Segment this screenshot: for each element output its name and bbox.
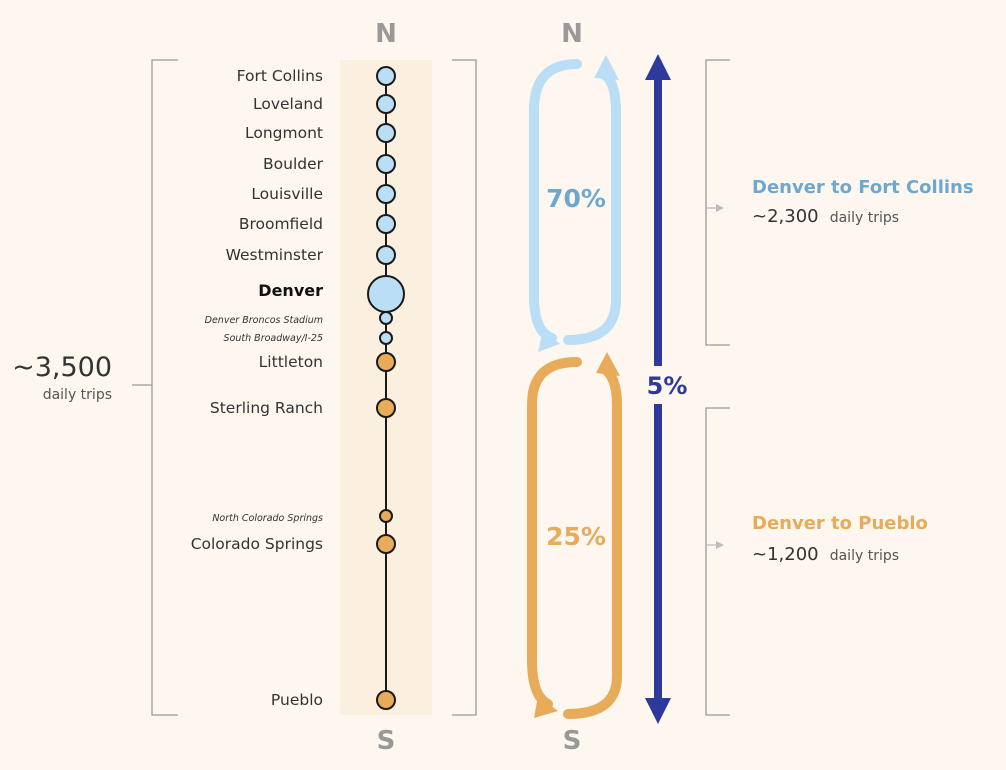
station-label: Denver — [258, 281, 323, 300]
station-marker — [376, 690, 396, 710]
south-corridor-title: Denver to Pueblo — [752, 513, 928, 534]
station-marker — [376, 352, 396, 372]
station-marker — [379, 331, 393, 345]
station-marker — [376, 398, 396, 418]
south-corridor-bracket — [705, 407, 730, 716]
south-share-label: 25% — [546, 522, 606, 551]
through-trip-arrow — [640, 54, 690, 724]
station-marker — [367, 275, 405, 313]
station-label: South Broadway/I-25 — [224, 333, 323, 344]
stations: Fort CollinsLovelandLongmontBoulderLouis… — [191, 66, 405, 710]
total-value: ~3,500 — [12, 352, 112, 383]
station-label: Denver Broncos Stadium — [205, 315, 323, 326]
station-label: Colorado Springs — [191, 535, 323, 553]
station-label: Louisville — [251, 185, 323, 203]
station-marker — [379, 509, 393, 523]
south-label-arrows: S — [563, 726, 582, 756]
station-marker — [376, 66, 396, 86]
north-trip-loop — [529, 55, 621, 352]
station-marker — [376, 245, 396, 265]
station-label: North Colorado Springs — [212, 513, 323, 524]
north-label-arrows: N — [561, 19, 583, 49]
station-label: Pueblo — [271, 691, 323, 709]
south-trip-loop — [527, 352, 622, 719]
north-corridor-bracket — [705, 59, 730, 346]
south-corridor-unit: daily trips — [830, 548, 899, 564]
total-label: daily trips — [43, 387, 112, 403]
station-marker — [376, 534, 396, 554]
south-label-line: S — [377, 726, 396, 756]
station-label: Littleton — [259, 353, 323, 371]
station-marker — [376, 214, 396, 234]
station-label: Broomfield — [239, 215, 323, 233]
station-label: Loveland — [253, 95, 323, 113]
station-label: Sterling Ranch — [210, 399, 323, 417]
station-marker — [376, 154, 396, 174]
north-corridor-unit: daily trips — [830, 210, 899, 226]
through-share-label: 5% — [647, 372, 688, 400]
station-marker — [379, 311, 393, 325]
station-label: Longmont — [245, 124, 323, 142]
station-label: Fort Collins — [237, 67, 323, 85]
station-marker — [376, 184, 396, 204]
south-corridor-trips: ~1,200 daily trips — [752, 544, 899, 565]
total-bracket — [132, 59, 178, 716]
south-corridor-value: ~1,200 — [752, 544, 819, 565]
station-label: Boulder — [263, 155, 324, 173]
north-corridor-value: ~2,300 — [752, 206, 819, 227]
north-corridor-trips: ~2,300 daily trips — [752, 206, 899, 227]
station-label: Westminster — [226, 246, 324, 264]
station-marker — [376, 123, 396, 143]
station-marker — [376, 94, 396, 114]
line-bracket — [452, 59, 477, 716]
north-corridor-title: Denver to Fort Collins — [752, 177, 974, 198]
north-label-line: N — [375, 19, 397, 49]
north-share-label: 70% — [546, 184, 606, 213]
